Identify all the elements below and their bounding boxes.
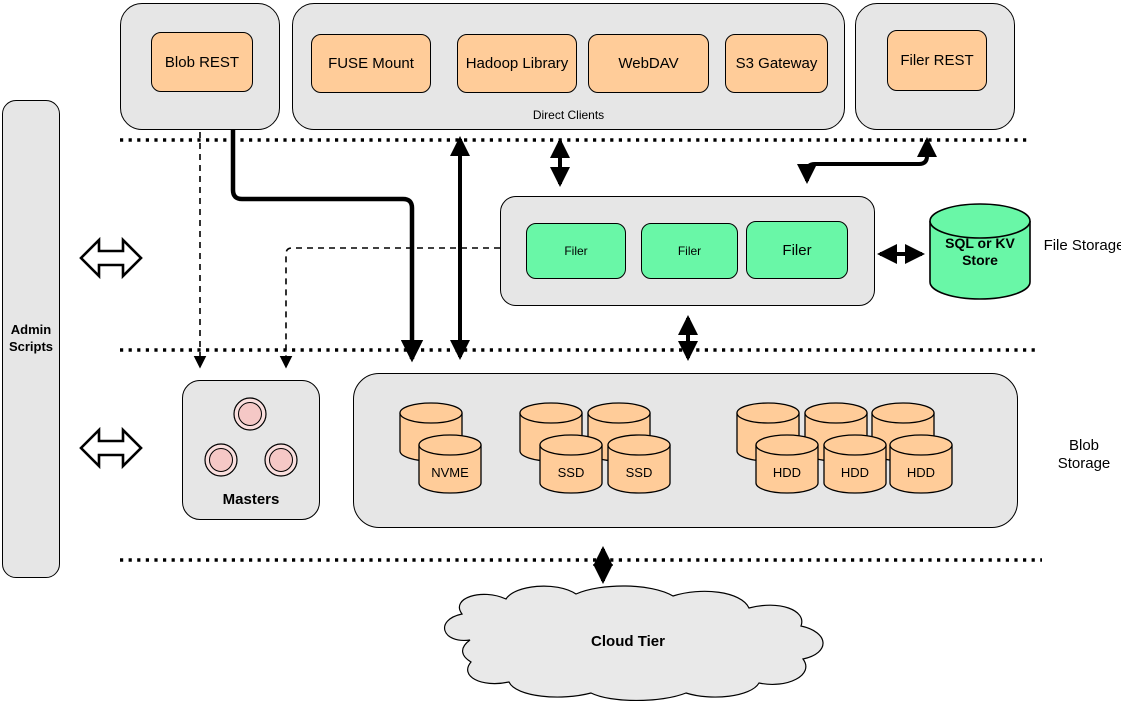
- masters-group: Masters: [182, 380, 320, 520]
- s3-gateway-label: S3 Gateway: [735, 55, 818, 72]
- fuse-mount-label: FUSE Mount: [328, 55, 414, 72]
- direct-clients-group: FUSE Mount Hadoop Library WebDAV S3 Gate…: [292, 3, 845, 130]
- direct-clients-caption: Direct Clients: [532, 108, 605, 122]
- filer-label-3: Filer: [782, 241, 812, 259]
- blob-rest-label: Blob REST: [164, 53, 240, 71]
- filer-rest-group: Filer REST: [855, 3, 1015, 130]
- filer-label-2: Filer: [677, 244, 702, 258]
- client-box-webdav: WebDAV: [588, 34, 709, 93]
- hadoop-library-label: Hadoop Library: [465, 55, 569, 72]
- filer-box-1: Filer: [526, 223, 626, 279]
- client-box-fuse-mount: FUSE Mount: [311, 34, 431, 93]
- blob-rest-group: Blob REST: [120, 3, 280, 130]
- client-box-hadoop-library: Hadoop Library: [457, 34, 577, 93]
- filer-cluster-group: Filer Filer Filer: [500, 196, 875, 306]
- webdav-label: WebDAV: [618, 55, 679, 72]
- filer-box-2: Filer: [641, 223, 738, 279]
- admin-scripts-label: Admin Scripts: [8, 322, 54, 354]
- filer-rest-label: Filer REST: [900, 52, 974, 69]
- client-box-s3-gateway: S3 Gateway: [725, 34, 828, 93]
- filer-label-1: Filer: [564, 244, 588, 258]
- blob-rest-box: Blob REST: [151, 32, 253, 92]
- filer-rest-box: Filer REST: [887, 30, 987, 91]
- blob-storage-group: [353, 373, 1018, 528]
- admin-scripts-panel: Admin Scripts: [2, 100, 60, 578]
- masters-label: Masters: [222, 491, 280, 508]
- filer-box-3: Filer: [746, 221, 848, 279]
